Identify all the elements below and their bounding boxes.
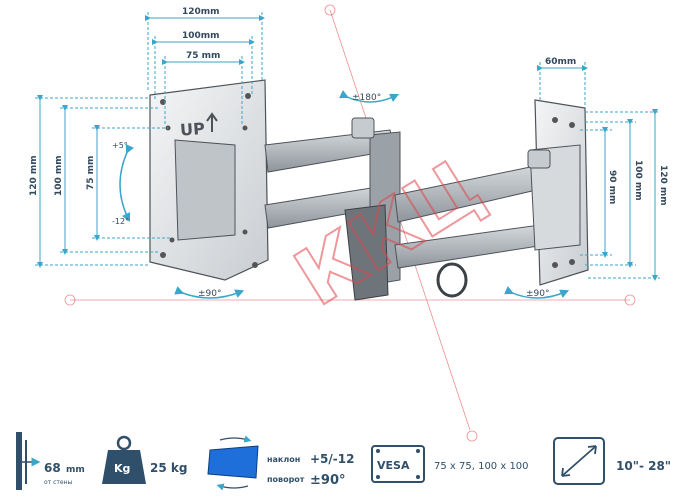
screen-size-value: 10"- 28" xyxy=(616,459,671,473)
wall-distance-unit: mm xyxy=(66,465,85,475)
dim-top-100: 100mm xyxy=(182,31,220,41)
dim-right-90: 90 mm xyxy=(607,170,617,204)
swivel-arm-arc xyxy=(338,89,400,103)
swivel-right-label: ±90° xyxy=(526,289,550,299)
dim-right-120: 120 mm xyxy=(658,165,668,206)
swivel-label: поворот xyxy=(267,475,305,484)
spec-bar: 68 mm от стены Kg 25 kg наклон +5/-12 по… xyxy=(16,432,671,491)
left-dimensions xyxy=(35,95,170,268)
swing-arm xyxy=(264,117,546,301)
dim-right-100: 100 mm xyxy=(633,160,643,201)
dim-top-120: 120mm xyxy=(182,7,220,17)
dim-left-100: 100 mm xyxy=(54,155,64,196)
dim-top-75: 75 mm xyxy=(186,51,220,61)
dim-left-75: 75 mm xyxy=(86,156,96,190)
tilt-value: +5/-12 xyxy=(310,452,354,466)
swivel-right-arc xyxy=(504,286,570,299)
weight-icon-label: Kg xyxy=(114,462,130,475)
vesa-value: 75 x 75, 100 x 100 xyxy=(434,461,529,472)
tilt-label: наклон xyxy=(267,455,300,464)
tilt-swivel-icon xyxy=(207,435,259,491)
dim-left-120: 120 mm xyxy=(29,155,39,196)
swivel-value: ±90° xyxy=(310,473,345,488)
tilt-up-label: +5° xyxy=(112,141,128,150)
wall-distance-caption: от стены xyxy=(44,479,72,486)
swivel-left-arc xyxy=(174,286,245,299)
weight-value: 25 kg xyxy=(150,461,187,475)
swivel-left-label: ±90° xyxy=(198,289,222,299)
wall-plate xyxy=(527,99,589,286)
vesa-label: VESA xyxy=(377,459,410,472)
wall-distance-value: 68 xyxy=(44,461,61,475)
vesa-icon xyxy=(371,445,425,483)
up-label: UP xyxy=(179,119,205,140)
weight-icon xyxy=(102,435,146,484)
tilt-down-label: -12° xyxy=(112,217,129,226)
wall-distance-icon xyxy=(16,432,41,490)
dim-right-60: 60mm xyxy=(545,57,576,67)
swivel-arm-label: ±180° xyxy=(352,93,381,103)
top-dimensions xyxy=(145,12,265,125)
right-dimensions xyxy=(537,62,660,281)
screen-size-icon xyxy=(553,437,605,485)
tilt-arc xyxy=(119,144,134,223)
tv-plate: UP xyxy=(149,79,269,281)
